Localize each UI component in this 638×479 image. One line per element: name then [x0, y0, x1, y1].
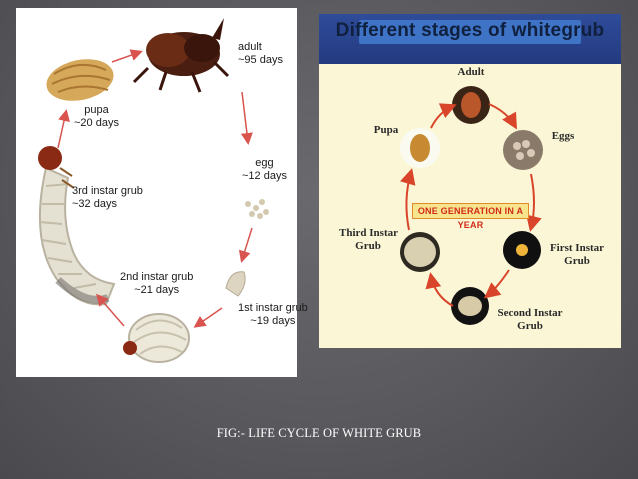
eggs-stage-label: Eggs: [543, 130, 583, 143]
left-lifecycle-diagram: adult ~95 days egg ~12 days 1st instar g…: [16, 8, 308, 377]
second-instar-line2: Grub: [517, 320, 543, 332]
cycle-arrows: [57, 49, 253, 328]
adult-stage-label: Adult: [455, 66, 487, 79]
right-cycle-arrows: [400, 103, 542, 307]
third-instar-name: 3rd instar grub: [72, 185, 143, 197]
right-diagram-graphics: [400, 86, 543, 325]
second-instar-stage-label: Second Instar Grub: [495, 307, 565, 333]
one-generation-banner: ONE GENERATION IN A YEAR: [412, 203, 529, 230]
arrow-second-to-third: [425, 272, 454, 307]
second-instar-grub-illustration: [123, 313, 190, 363]
egg-label: egg ~12 days: [242, 157, 287, 183]
first-instar-label: 1st instar grub ~19 days: [238, 302, 308, 328]
right-diagram-title: Different stages of whitegrub: [335, 20, 605, 41]
first-instar-name: 1st instar grub: [238, 302, 308, 314]
left-diagram-graphics: [38, 18, 269, 363]
pupa-duration: ~20 days: [74, 117, 119, 129]
adult-stage-line1: Adult: [457, 66, 485, 78]
egg-name: egg: [255, 157, 274, 169]
pupa-illustration: [46, 59, 114, 101]
arrow-first-to-second: [193, 307, 223, 328]
arrow-third-to-pupa: [57, 109, 70, 149]
second-instar-name: 2nd instar grub: [120, 271, 194, 283]
eggs-illustration: [245, 199, 269, 219]
pupa-label: pupa ~20 days: [74, 104, 119, 130]
egg-duration: ~12 days: [242, 170, 287, 182]
eggs-photo: [503, 130, 543, 170]
right-stages-diagram: Different stages of whitegrub: [319, 14, 621, 348]
second-instar-duration: ~21 days: [134, 284, 180, 296]
first-instar-grub-illustration: [225, 271, 246, 297]
stage-circles: [400, 86, 543, 325]
third-instar-grub-illustration: [38, 146, 116, 306]
first-instar-duration: ~19 days: [250, 315, 296, 327]
pupa-name: pupa: [84, 104, 109, 116]
pupa-stage-label: Pupa: [369, 124, 403, 137]
third-instar-label: 3rd instar grub ~32 days: [72, 185, 143, 211]
right-title-background: [359, 20, 581, 44]
arrow-third-to-pupa: [400, 168, 416, 231]
arrow-second-to-third: [96, 293, 125, 327]
second-instar-line1: Second Instar: [497, 307, 563, 319]
third-instar-stage-label: Third Instar Grub: [339, 227, 398, 253]
arrow-adult-to-egg: [240, 91, 253, 145]
first-instar-line2: Grub: [564, 255, 590, 267]
third-instar-duration: ~32 days: [72, 198, 117, 210]
arrow-pupa-to-adult: [111, 49, 143, 63]
second-instar-label: 2nd instar grub ~21 days: [120, 271, 193, 297]
third-instar-line2: Grub: [355, 240, 381, 252]
adult-label: adult ~95 days: [238, 41, 283, 67]
third-instar-line1: Third Instar: [339, 227, 398, 239]
adult-duration: ~95 days: [238, 54, 283, 66]
adult-name: adult: [238, 41, 262, 53]
arrow-egg-to-first: [238, 227, 253, 263]
eggs-stage-line1: Eggs: [551, 130, 575, 142]
arrow-first-to-second: [483, 269, 510, 299]
first-instar-stage-label: First Instar Grub: [547, 242, 607, 268]
adult-beetle-illustration: [132, 18, 230, 93]
pupa-stage-line1: Pupa: [373, 124, 399, 136]
arrow-adult-to-eggs: [488, 103, 517, 130]
arrow-pupa-to-adult: [430, 103, 457, 129]
figure-caption: FIG:- LIFE CYCLE OF WHITE GRUB: [216, 426, 422, 440]
first-instar-line1: First Instar: [549, 242, 605, 254]
arrow-eggs-to-first: [526, 173, 542, 232]
